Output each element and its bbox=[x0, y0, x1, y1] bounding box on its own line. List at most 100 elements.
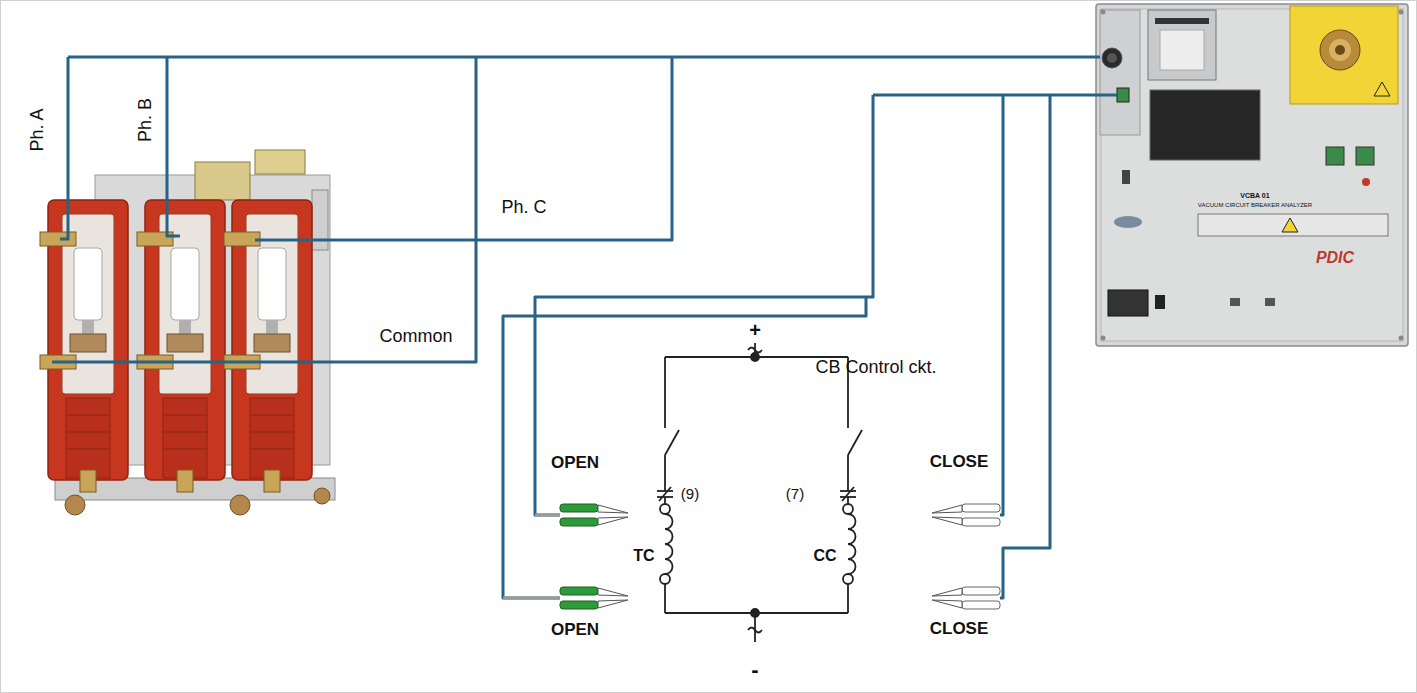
contact-number: (7) bbox=[786, 486, 804, 503]
analyzer-unit bbox=[1374, 82, 1390, 96]
control-circuit bbox=[748, 348, 762, 353]
control-circuit bbox=[847, 584, 849, 613]
control-circuit bbox=[840, 490, 856, 492]
circuit-breaker bbox=[230, 495, 250, 515]
analyzer-unit bbox=[1290, 6, 1398, 104]
test-lead-wire bbox=[873, 94, 1117, 97]
coil-label: TC bbox=[633, 547, 654, 565]
analyzer-unit bbox=[1399, 10, 1404, 15]
analyzer-unit bbox=[1155, 18, 1209, 24]
analyzer-unit bbox=[1320, 30, 1360, 70]
analyzer-unit bbox=[1096, 4, 1408, 346]
analyzer-unit bbox=[1122, 170, 1130, 184]
test-lead-wire bbox=[1000, 95, 1050, 598]
circuit-breaker bbox=[195, 162, 250, 200]
polarity-sign: - bbox=[751, 658, 758, 682]
circuit-title: CB Control ckt. bbox=[815, 358, 936, 378]
analyzer-unit bbox=[1096, 4, 1408, 346]
clamp-label: OPEN bbox=[551, 454, 599, 473]
analyzer-unit bbox=[1326, 147, 1344, 165]
clamp-lead bbox=[503, 597, 560, 600]
analyzer-unit bbox=[1100, 10, 1140, 135]
wiring-illustration bbox=[932, 504, 1000, 526]
test-lead-wire bbox=[1000, 95, 1003, 515]
analyzer-unit bbox=[1108, 290, 1148, 316]
analyzer-unit bbox=[1356, 147, 1374, 165]
circuit-breaker bbox=[40, 150, 335, 515]
circuit-breaker bbox=[255, 150, 305, 174]
phase-label: Ph. C bbox=[501, 198, 546, 218]
clamp-lead bbox=[535, 514, 560, 517]
circuit-breaker bbox=[137, 200, 225, 492]
analyzer-unit bbox=[1101, 10, 1106, 15]
clamp-lead bbox=[503, 515, 560, 598]
circuit-breaker bbox=[65, 495, 85, 515]
analyzer-unit bbox=[1160, 30, 1204, 70]
common-label: Common bbox=[379, 327, 452, 347]
wiring-illustration bbox=[932, 504, 1000, 526]
circuit-breaker bbox=[314, 488, 330, 504]
brand-logo: PDIC bbox=[1316, 249, 1354, 267]
analyzer-unit bbox=[1198, 214, 1388, 236]
test-lead-wire bbox=[68, 56, 1100, 59]
contact-number: (9) bbox=[681, 486, 699, 503]
analyzer-unit bbox=[1265, 298, 1275, 306]
analyzer-unit bbox=[1107, 53, 1117, 63]
test-lead-wire bbox=[52, 57, 1117, 598]
circuit-breaker bbox=[224, 200, 312, 492]
control-circuit bbox=[664, 357, 666, 428]
analyzer-unit bbox=[1329, 39, 1351, 61]
analyzer-unit bbox=[1117, 88, 1129, 102]
analyzer-unit bbox=[1150, 90, 1260, 160]
control-circuit bbox=[660, 504, 670, 514]
model-subtitle: VACUUM CIRCUIT BREAKER ANALYZER bbox=[1198, 202, 1312, 209]
phase-label: Ph. A bbox=[28, 108, 48, 151]
control-circuit bbox=[751, 609, 759, 617]
control-circuit bbox=[665, 430, 679, 455]
control-circuit bbox=[664, 497, 666, 504]
control-circuit bbox=[751, 353, 759, 361]
circuit-breaker bbox=[55, 478, 335, 500]
control-circuit bbox=[657, 343, 862, 642]
analyzer-unit bbox=[1282, 218, 1298, 232]
control-circuit bbox=[847, 497, 849, 504]
clamp-label: CLOSE bbox=[930, 453, 989, 472]
analyzer-unit bbox=[1230, 298, 1240, 306]
test-lead-wire bbox=[255, 57, 672, 240]
test-lead-wire bbox=[60, 57, 68, 239]
test-lead-wire bbox=[167, 57, 180, 236]
coil-label: CC bbox=[813, 547, 836, 565]
analyzer-unit bbox=[1114, 216, 1142, 228]
analyzer-unit bbox=[1155, 295, 1165, 309]
control-circuit bbox=[843, 504, 853, 514]
analyzer-unit bbox=[1101, 9, 1403, 341]
analyzer-unit bbox=[1362, 178, 1370, 186]
analyzer-unit bbox=[1101, 336, 1106, 341]
control-circuit bbox=[664, 455, 666, 491]
control-circuit bbox=[848, 514, 856, 574]
test-lead-wire bbox=[52, 57, 476, 362]
phase-label: Ph. B bbox=[136, 98, 156, 142]
analyzer-unit bbox=[1399, 336, 1404, 341]
wiring-illustration bbox=[932, 587, 1000, 609]
analyzer-unit bbox=[1102, 48, 1122, 68]
model-label: VCBA 01 bbox=[1240, 192, 1269, 200]
wiring-illustration bbox=[560, 504, 628, 526]
clamp-label: CLOSE bbox=[930, 620, 989, 639]
analyzer-unit bbox=[1335, 45, 1345, 55]
control-circuit bbox=[664, 584, 666, 613]
clamp-label: OPEN bbox=[551, 621, 599, 640]
control-circuit bbox=[657, 490, 673, 492]
wiring-illustration bbox=[560, 587, 628, 609]
analyzer-unit bbox=[1148, 10, 1216, 80]
test-lead-wire bbox=[503, 297, 866, 598]
control-circuit bbox=[660, 574, 670, 584]
control-circuit bbox=[843, 574, 853, 584]
circuit-breaker bbox=[40, 200, 128, 492]
polarity-sign: + bbox=[749, 319, 761, 341]
control-circuit bbox=[847, 455, 849, 491]
